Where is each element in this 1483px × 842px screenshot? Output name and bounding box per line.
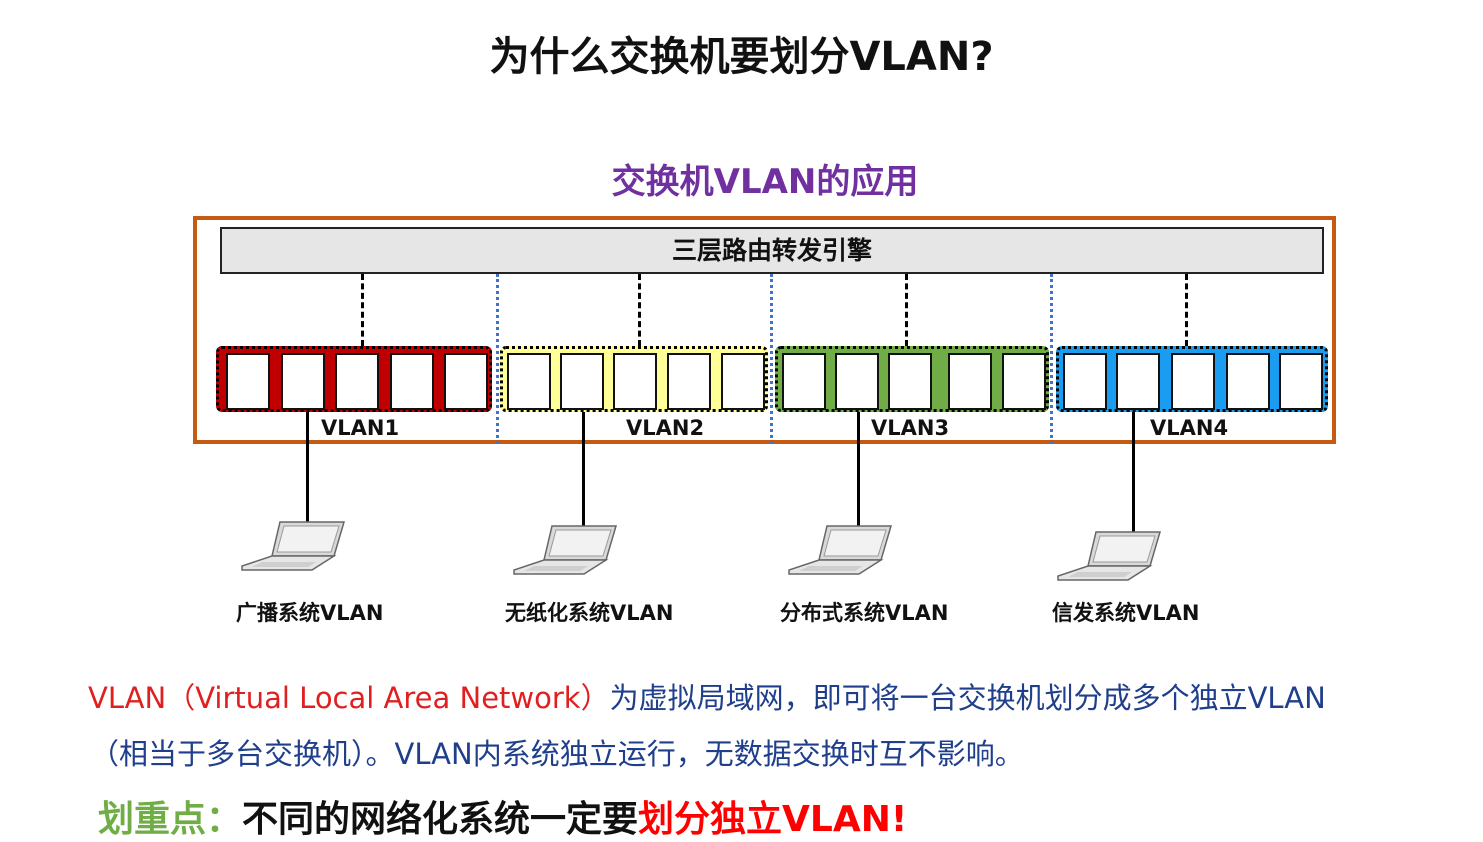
vlan-group-4	[1056, 346, 1328, 412]
vlan-label-1: VLAN1	[321, 416, 400, 440]
routing-engine: 三层路由转发引擎	[220, 227, 1324, 274]
cable-2	[582, 412, 585, 526]
cable-4	[1132, 412, 1135, 532]
switch-frame	[193, 216, 1336, 444]
port	[782, 353, 826, 410]
vlan-separator-2	[770, 274, 773, 444]
slide-title: 为什么交换机要划分VLAN?	[489, 34, 994, 80]
vlan-label-3: VLAN3	[871, 416, 950, 440]
port	[1063, 353, 1107, 410]
vlan-label-2: VLAN2	[626, 416, 705, 440]
vlan-separator-1	[496, 274, 499, 444]
port	[1002, 353, 1046, 410]
system-label-1: 广播系统VLAN	[236, 601, 384, 625]
port	[560, 353, 604, 410]
vlan-group-3	[775, 346, 1049, 412]
key-point-text: 不同的网络化系统一定要	[242, 799, 639, 840]
port	[721, 353, 765, 410]
engine-link-4	[1185, 274, 1188, 346]
port	[888, 353, 932, 410]
engine-link-2	[638, 274, 641, 346]
port	[335, 353, 379, 410]
laptop-icon	[1057, 531, 1162, 581]
port	[507, 353, 551, 410]
laptop-icon	[788, 525, 893, 575]
vlan-group-1	[216, 346, 492, 412]
system-label-2: 无纸化系统VLAN	[505, 601, 674, 625]
description-line-1: VLAN（Virtual Local Area Network）为虚拟局域网，即…	[88, 670, 1418, 726]
system-label-4: 信发系统VLAN	[1052, 601, 1200, 625]
port	[948, 353, 992, 410]
key-point-prefix: 划重点：	[98, 799, 243, 840]
port	[226, 353, 270, 410]
port	[444, 353, 488, 410]
description-text-1: 为虚拟局域网，即可将一台交换机划分成多个独立VLAN	[609, 681, 1326, 715]
vlan-group-2	[500, 346, 768, 412]
port	[1171, 353, 1215, 410]
vlan-label-4: VLAN4	[1150, 416, 1229, 440]
engine-link-1	[361, 274, 364, 346]
vlan-term: VLAN（Virtual Local Area Network）	[88, 681, 610, 715]
cable-1	[306, 412, 309, 524]
port	[667, 353, 711, 410]
port	[390, 353, 434, 410]
cable-3	[857, 412, 860, 526]
laptop-icon	[513, 525, 618, 575]
port	[613, 353, 657, 410]
vlan-separator-3	[1050, 274, 1053, 444]
port	[1116, 353, 1160, 410]
port	[1279, 353, 1323, 410]
system-label-3: 分布式系统VLAN	[780, 601, 949, 625]
port	[281, 353, 325, 410]
engine-link-3	[905, 274, 908, 346]
port	[1226, 353, 1270, 410]
key-point-highlight: 划分独立VLAN!	[638, 799, 908, 840]
laptop-icon	[241, 521, 346, 571]
diagram-title: 交换机VLAN的应用	[611, 162, 919, 202]
port	[835, 353, 879, 410]
description-line-2: （相当于多台交换机）。VLAN内系统独立运行，无数据交换时互不影响。	[90, 737, 1024, 771]
key-point: 划重点：不同的网络化系统一定要划分独立VLAN!	[98, 790, 907, 842]
